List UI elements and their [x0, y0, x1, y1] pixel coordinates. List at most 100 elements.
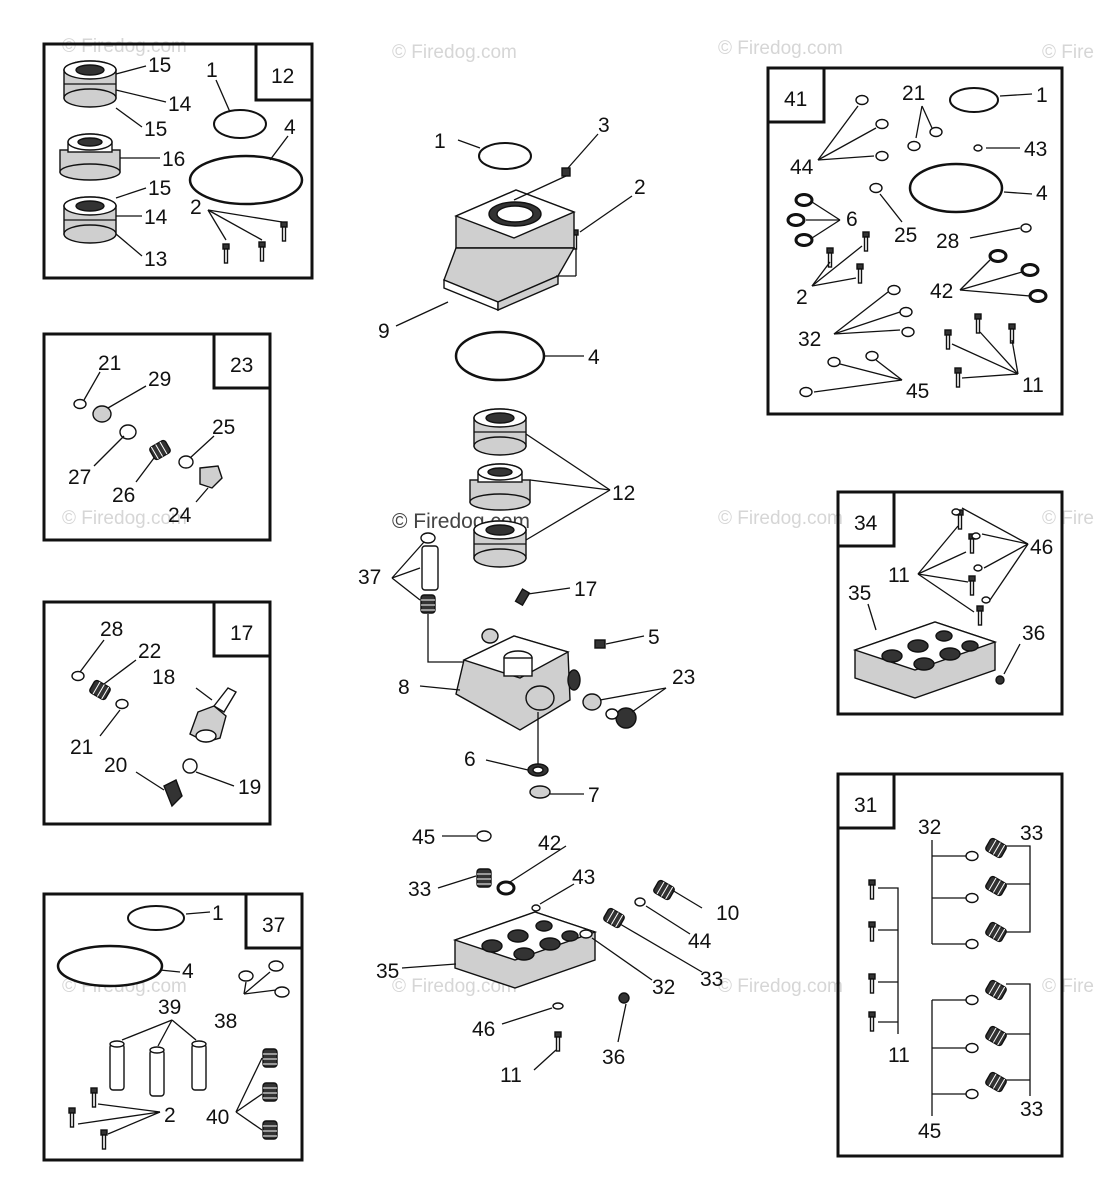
part-label: 42 [930, 280, 953, 303]
part-label: 42 [538, 832, 561, 855]
box-id: 34 [854, 512, 878, 535]
part-label: 10 [716, 902, 739, 925]
part-label: 21 [70, 736, 93, 759]
part-label: 46 [1030, 536, 1053, 559]
part-label: 14 [144, 206, 168, 229]
part-label: 46 [472, 1018, 495, 1041]
watermark-text: © Firedog.com [392, 42, 517, 63]
part-label: 33 [1020, 822, 1043, 845]
part-label: 15 [148, 54, 171, 77]
part-label: 7 [588, 784, 600, 807]
part-label: 33 [700, 968, 723, 991]
part-label: 19 [238, 776, 261, 799]
part-label: 16 [162, 148, 185, 171]
part-label: 2 [796, 286, 808, 309]
part-label: 3 [598, 114, 610, 137]
watermark-text: © Firedog.com [62, 36, 187, 57]
part-label: 39 [158, 996, 181, 1019]
part-label: 14 [168, 93, 192, 116]
watermarks: © Firedog.com © Firedog.com © Firedog.co… [62, 36, 1094, 997]
part-label: 45 [412, 826, 435, 849]
part-label: 43 [1024, 138, 1047, 161]
part-label: 32 [798, 328, 821, 351]
watermark-text: © Fire [1042, 508, 1094, 529]
part-label: 32 [652, 976, 675, 999]
part-label: 29 [148, 368, 171, 391]
part-label: 1 [1036, 84, 1048, 107]
part-label: 4 [284, 116, 296, 139]
part-label: 11 [888, 564, 910, 587]
box-17-unloader-kit: 17 28 22 18 21 20 19 [42, 600, 272, 826]
watermark-text: © Fire [1042, 42, 1094, 63]
part-label: 18 [152, 666, 175, 689]
part-label: 4 [588, 346, 600, 369]
box-31-check-valve-kit: 31 32 33 11 33 [836, 772, 1064, 1158]
part-label: 23 [672, 666, 695, 689]
box-id: 23 [230, 354, 253, 377]
part-label: 15 [144, 118, 167, 141]
part-label: 1 [212, 902, 224, 925]
part-label: 44 [790, 156, 814, 179]
part-label: 5 [648, 626, 660, 649]
box-23-valve-kit: 23 21 29 27 25 26 24 [42, 332, 272, 542]
part-label: 40 [206, 1106, 229, 1129]
part-label: 2 [190, 196, 202, 219]
part-label: 26 [112, 484, 135, 507]
part-label: 2 [164, 1104, 176, 1127]
part-label: 21 [98, 352, 121, 375]
watermark-text: © Firedog.com [718, 976, 843, 997]
part-label: 20 [104, 754, 127, 777]
part-label: 25 [894, 224, 917, 247]
part-label: 11 [500, 1064, 522, 1087]
watermark-text: © Firedog.com [718, 508, 843, 529]
part-label: 37 [358, 566, 381, 589]
part-label: 38 [214, 1010, 237, 1033]
part-label: 8 [398, 676, 410, 699]
part-label: 22 [138, 640, 161, 663]
part-label: 44 [688, 930, 712, 953]
part-label: 35 [376, 960, 399, 983]
part-label: 36 [1022, 622, 1045, 645]
part-label: 24 [168, 504, 192, 527]
box-41-seal-kit: 41 [766, 66, 1064, 416]
watermark-text: © Firedog.com [392, 976, 517, 997]
part-label: 35 [848, 582, 871, 605]
part-label: 33 [1020, 1098, 1043, 1121]
watermark-text: © Fire [1042, 976, 1094, 997]
part-label: 6 [846, 208, 858, 231]
part-label: 12 [612, 482, 635, 505]
box-id: 17 [230, 622, 253, 645]
center-exploded-view: 1 3 2 9 4 12 37 17 5 8 23 6 7 45 42 43 3… [358, 114, 739, 1087]
part-label: 6 [464, 748, 476, 771]
watermark-text: © Firedog.com [62, 508, 187, 529]
part-label: 13 [144, 248, 167, 271]
box-34-manifold-assembly: 34 46 11 35 36 [836, 490, 1064, 716]
part-label: 45 [906, 380, 929, 403]
watermark-text: © Firedog.com [718, 38, 843, 59]
part-label: 4 [182, 960, 194, 983]
part-label: 2 [634, 176, 646, 199]
part-label: 15 [148, 177, 171, 200]
part-label: 1 [206, 59, 218, 82]
part-label: 9 [378, 320, 390, 343]
box-id: 31 [854, 794, 877, 817]
part-label: 43 [572, 866, 595, 889]
part-label: 21 [902, 82, 925, 105]
part-label: 32 [918, 816, 941, 839]
part-label: 17 [574, 578, 597, 601]
box-id: 12 [271, 65, 294, 88]
part-label: 4 [1036, 182, 1048, 205]
part-label: 1 [434, 130, 446, 153]
part-label: 33 [408, 878, 431, 901]
part-label: 28 [936, 230, 959, 253]
part-label: 28 [100, 618, 123, 641]
part-label: 11 [1022, 374, 1044, 397]
part-label: 25 [212, 416, 235, 439]
box-37-piston-kit: 37 1 4 39 38 2 40 [42, 892, 304, 1162]
box-12-bearing-kit: 12 15 14 15 16 15 14 13 1 4 2 [42, 42, 314, 280]
part-label: 11 [888, 1044, 910, 1067]
part-label: 45 [918, 1120, 941, 1143]
part-label: 27 [68, 466, 91, 489]
part-label: 36 [602, 1046, 625, 1069]
